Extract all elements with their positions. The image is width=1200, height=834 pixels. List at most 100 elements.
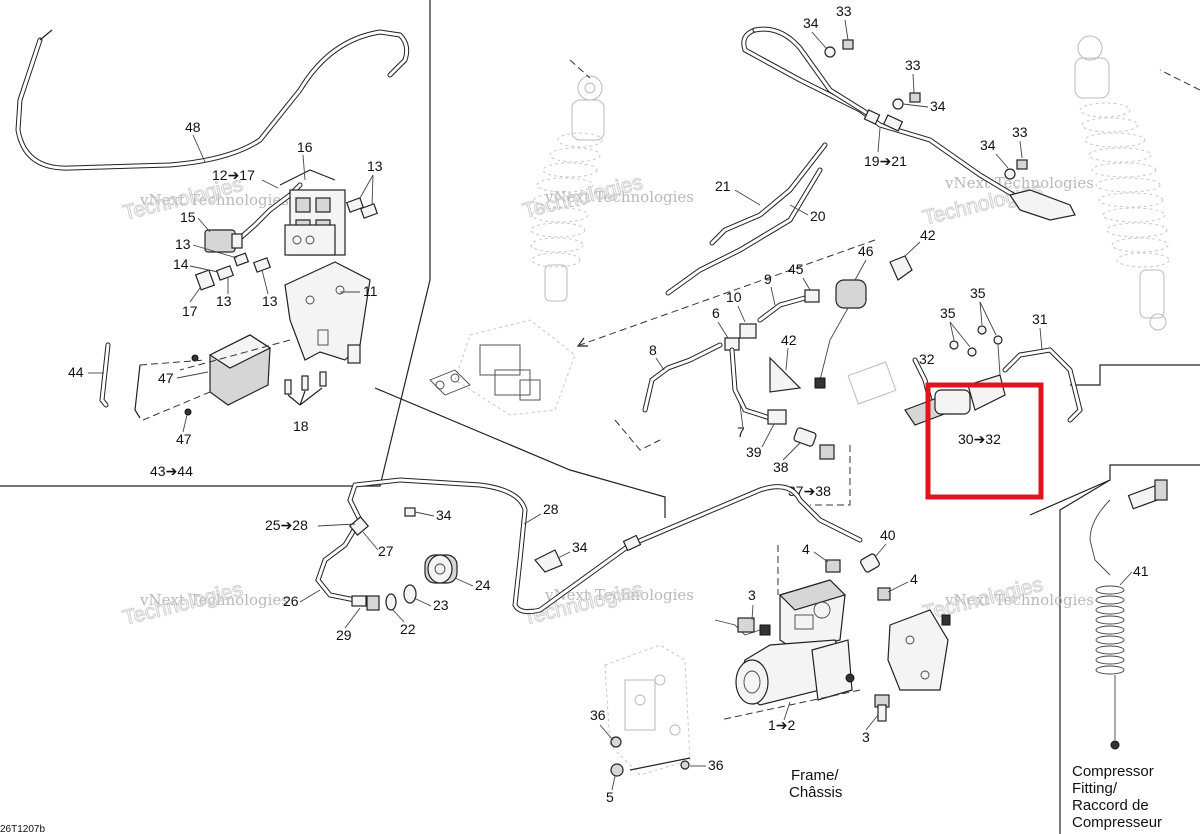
svg-text:Technologies: Technologies xyxy=(921,573,1046,625)
callout-14: 14 xyxy=(173,256,189,272)
callout-41: 41 xyxy=(1133,563,1149,579)
callout-33-b: 33 xyxy=(905,57,921,73)
callout-34-a: 34 xyxy=(803,15,819,31)
callout-34-b: 34 xyxy=(930,98,946,114)
callout-25-28: 25➔28 xyxy=(265,517,308,533)
callout-36-b: 36 xyxy=(708,757,724,773)
svg-text:vNext Technologies: vNext Technologies xyxy=(139,191,289,209)
callout-4-b: 4 xyxy=(910,571,918,587)
callout-28: 28 xyxy=(543,501,559,517)
right-callouts: 35 35 31 32 30➔32 xyxy=(919,285,1048,447)
svg-text:vNext Technologies: vNext Technologies xyxy=(544,188,694,206)
compressor-fitting-41: 41 Compressor Fitting/ Raccord de Compre… xyxy=(1072,479,1168,831)
callout-20: 20 xyxy=(810,208,826,224)
hose-20-21: 21 20 xyxy=(665,142,828,296)
clip-44 xyxy=(99,342,111,408)
callout-27: 27 xyxy=(378,543,394,559)
drawing-code: 26T1207b xyxy=(0,824,45,834)
callout-43-44: 43➔44 xyxy=(150,463,193,479)
compressor-label-line4: Compresseur xyxy=(1072,814,1162,831)
callout-8: 8 xyxy=(649,342,657,358)
callout-18: 18 xyxy=(293,418,309,434)
callout-32: 32 xyxy=(919,351,935,367)
callout-12-17: 12➔17 xyxy=(212,167,255,183)
left-callouts: 48 16 12➔17 13 15 13 14 13 13 17 11 47 4… xyxy=(68,119,383,479)
callout-34-c: 34 xyxy=(980,137,996,153)
center-callouts: 8 6 10 9 45 46 42 42 7 39 38 37➔38 xyxy=(649,227,936,499)
callout-11: 11 xyxy=(363,283,378,299)
callout-6: 6 xyxy=(712,305,720,321)
callout-35-b: 35 xyxy=(970,285,986,301)
callout-26: 26 xyxy=(283,593,299,609)
fittings-13 xyxy=(194,197,379,291)
callout-47-b: 47 xyxy=(176,431,192,447)
callout-19-21: 19➔21 xyxy=(864,153,907,169)
top-callouts: 34 33 33 34 33 34 19➔21 xyxy=(803,3,1028,169)
callout-42-b: 42 xyxy=(781,332,797,348)
callout-47-a: 47 xyxy=(158,370,174,386)
callout-30-32: 30➔32 xyxy=(958,431,1001,447)
highlight-box xyxy=(925,382,1044,500)
callout-3-b: 3 xyxy=(862,729,870,745)
callout-44: 44 xyxy=(68,364,84,380)
nuts-4-40 xyxy=(825,553,891,601)
module-47 xyxy=(134,334,272,421)
callout-17: 17 xyxy=(182,303,198,319)
right-shock-absorber xyxy=(1074,35,1200,331)
callout-9: 9 xyxy=(764,271,772,287)
svg-text:vNext Technologies: vNext Technologies xyxy=(544,586,694,604)
compressor-label-line3: Raccord de xyxy=(1072,797,1149,814)
bolts-18 xyxy=(284,371,327,406)
svg-text:Technologies: Technologies xyxy=(121,578,246,630)
callout-38: 38 xyxy=(773,459,789,475)
svg-text:vNext Technologies: vNext Technologies xyxy=(944,591,1094,609)
callout-7: 7 xyxy=(737,424,745,440)
callout-33-a: 33 xyxy=(836,3,852,19)
callout-13-c: 13 xyxy=(216,293,232,309)
callout-13-d: 13 xyxy=(262,293,278,309)
svg-text:vNext Technologies: vNext Technologies xyxy=(139,591,289,609)
valve-inset xyxy=(429,319,576,416)
mount-bracket-3 xyxy=(874,609,951,722)
callout-22: 22 xyxy=(400,621,416,637)
frame-label-line1: Frame/ xyxy=(791,767,839,784)
compressor-label-line1: Compressor xyxy=(1072,763,1154,780)
svg-text:Technologies: Technologies xyxy=(521,171,646,223)
compressor-1-2 xyxy=(714,579,855,706)
hose-19-21 xyxy=(741,26,1076,221)
sensor-30-32 xyxy=(847,325,1083,426)
compressor-label-line2: Fitting/ xyxy=(1072,780,1118,797)
callout-13-a: 13 xyxy=(367,158,383,174)
callout-24: 24 xyxy=(475,577,491,593)
callout-31: 31 xyxy=(1032,311,1048,327)
callout-29: 29 xyxy=(336,627,352,643)
callout-23: 23 xyxy=(433,597,449,613)
connector-15 xyxy=(204,229,243,253)
callout-15: 15 xyxy=(180,209,196,225)
frame-bracket xyxy=(604,644,691,777)
callout-16: 16 xyxy=(297,139,313,155)
callout-1-2: 1➔2 xyxy=(768,717,796,733)
callout-21: 21 xyxy=(715,178,731,194)
callout-39: 39 xyxy=(746,444,762,460)
callout-42-a: 42 xyxy=(920,227,936,243)
callout-33-c: 33 xyxy=(1012,124,1028,140)
callout-3-a: 3 xyxy=(748,587,756,603)
clips-33-34 xyxy=(824,39,1028,180)
bottom-left-callouts: 25➔28 34 27 28 34 24 26 23 22 29 xyxy=(265,501,588,643)
callout-35-a: 35 xyxy=(940,305,956,321)
tee-6-hose-7 xyxy=(724,323,835,460)
callout-34-e: 34 xyxy=(572,539,588,555)
hose-8 xyxy=(642,342,723,413)
callout-4-a: 4 xyxy=(802,541,810,557)
callout-13-b: 13 xyxy=(175,236,191,252)
callout-40: 40 xyxy=(880,527,896,543)
callout-36-a: 36 xyxy=(590,707,606,723)
bracket-11 xyxy=(284,261,371,364)
left-shock-absorber xyxy=(530,59,605,302)
hose-28 xyxy=(347,477,863,615)
callout-46: 46 xyxy=(858,243,874,259)
callout-5: 5 xyxy=(606,789,614,805)
